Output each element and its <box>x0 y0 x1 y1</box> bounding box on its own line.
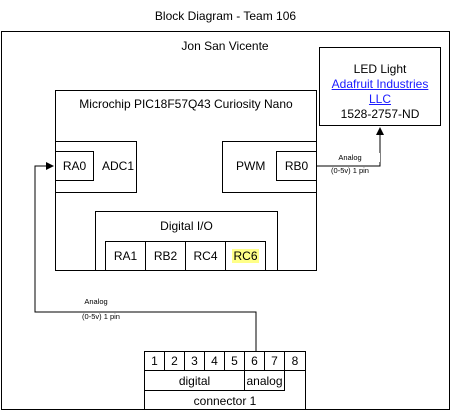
connector-pin-7: 7 <box>264 351 285 371</box>
dio-pin-label: RA1 <box>113 249 138 263</box>
connector-pin-2: 2 <box>164 351 185 371</box>
connector-digital-label: digital <box>178 373 211 388</box>
connector-pin-label: 1 <box>151 354 158 368</box>
connector-pin-label: 8 <box>291 354 299 368</box>
connector-analog-label: analog <box>246 373 283 388</box>
digital-io-title: Digital I/O <box>160 219 213 233</box>
dio-pin-ra1: RA1 <box>105 241 146 271</box>
connector-pin-1: 1 <box>144 351 165 371</box>
connector-pin-3: 3 <box>184 351 205 371</box>
connector-pin-label: 6 <box>251 354 258 368</box>
dio-pin-rc4: RC4 <box>185 241 226 271</box>
pwm-pin-rb0: RB0 <box>276 151 317 181</box>
led-box <box>319 47 441 126</box>
connector-pin-5: 5 <box>224 351 245 371</box>
connector-pin-4: 4 <box>204 351 225 371</box>
led-title: LED Light <box>353 62 407 76</box>
mcu-title: Microchip PIC18F57Q43 Curiosity Nano <box>79 97 293 111</box>
dio-pin-rb2: RB2 <box>145 241 186 271</box>
vendor-link-line2[interactable]: LLC <box>368 92 391 106</box>
connector-pin-label: 5 <box>231 354 238 368</box>
connector-pin-8: 8 <box>284 351 306 371</box>
dio-pin-label: RC4 <box>193 249 218 263</box>
pwm-analog-range-label: (0-5v) 1 pin <box>331 166 369 175</box>
connector-pin-label: 4 <box>211 354 218 368</box>
diagram-title: Block Diagram - Team 106 <box>154 9 297 23</box>
adc-analog-label: Analog <box>84 297 108 306</box>
adc-analog-range-label: (0-5v) 1 pin <box>82 312 120 321</box>
dio-pin-label: RB2 <box>153 249 178 263</box>
connector-analog-group: analog <box>244 370 285 391</box>
connector-pin-label: 3 <box>191 354 198 368</box>
led-part-number: 1528-2757-ND <box>340 107 420 121</box>
pwm-pin-label: RB0 <box>284 159 309 173</box>
connector-digital-group: digital <box>144 370 245 391</box>
connector-pin-label: 7 <box>271 354 278 368</box>
connector-pin-label: 2 <box>171 354 178 368</box>
connector-pin-6: 6 <box>244 351 265 371</box>
vendor-link[interactable]: Adafruit Industries <box>331 77 429 91</box>
adc-pin-ra0: RA0 <box>55 151 94 181</box>
pwm-analog-label: Analog <box>320 153 380 162</box>
adc-pin-label: RA0 <box>62 159 87 173</box>
adc-label: ADC1 <box>102 159 135 173</box>
connector-name: connector 1 <box>193 394 257 408</box>
dio-pin-label-highlighted: RC6 <box>232 249 259 263</box>
dio-pin-rc6: RC6 <box>225 241 266 271</box>
author-label: Jon San Vicente <box>181 39 269 53</box>
pwm-label: PWM <box>236 159 266 173</box>
